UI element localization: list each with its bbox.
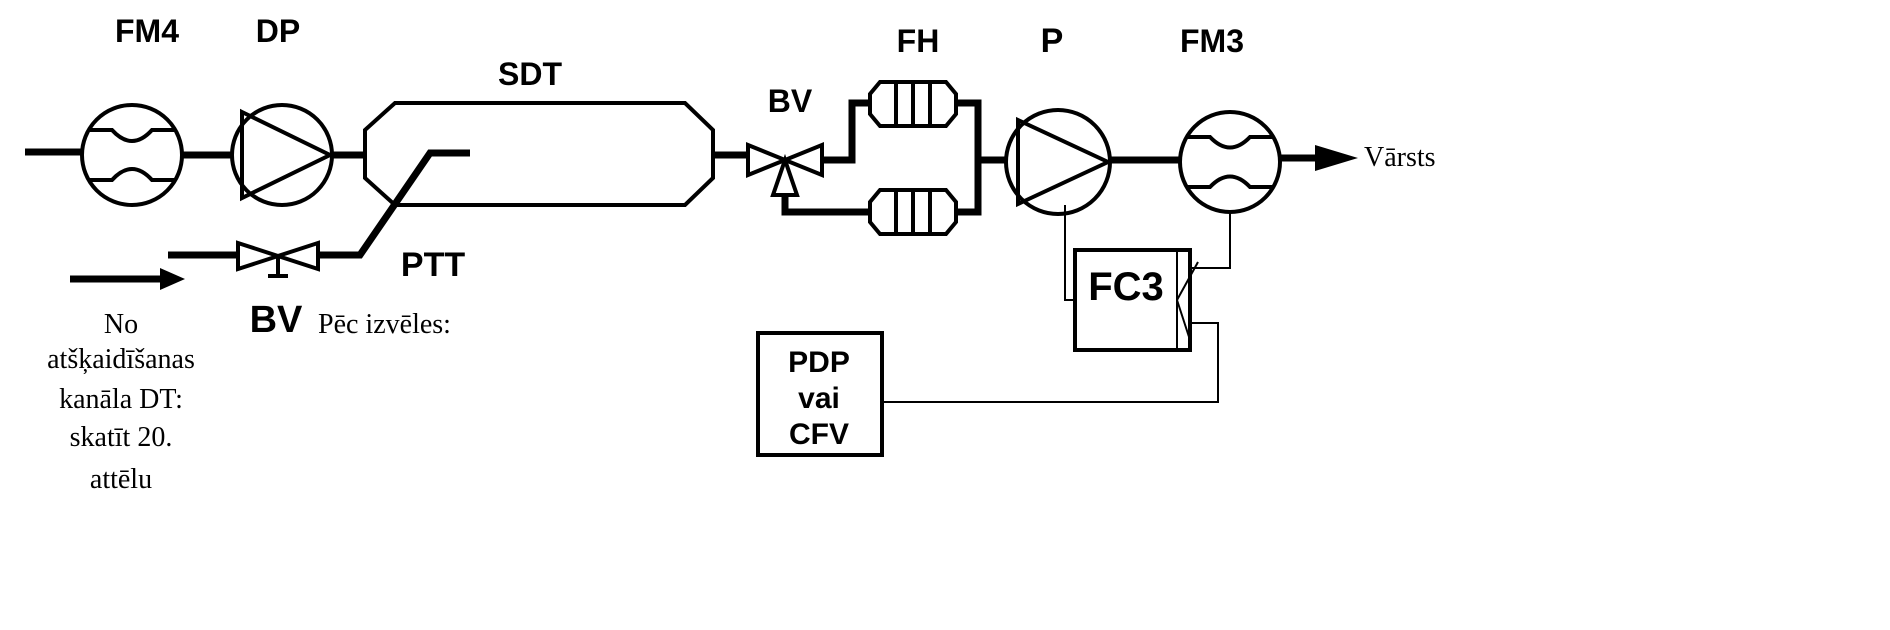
fh-label: FH: [897, 23, 940, 59]
source-line-2: atšķaidīšanas: [47, 344, 195, 375]
p-label: P: [1041, 22, 1064, 60]
bv-top-valve: [746, 142, 824, 197]
source-line-1: No: [104, 309, 138, 340]
source-line-4: skatīt 20.: [70, 422, 173, 453]
fc3-controller: [1073, 248, 1199, 352]
outlet-text: Vārsts: [1364, 142, 1436, 173]
filter-lower-inlet-line: [781, 195, 870, 216]
source-note: No atšķaidīšanas kanāla DT: skatīt 20. a…: [47, 309, 195, 495]
pdp-label-line1: PDP: [788, 346, 850, 379]
fm3-fc3-signal-line: [1190, 212, 1231, 269]
filter-upper-inlet-line: [822, 99, 870, 164]
fc3-label: FC3: [1088, 265, 1164, 309]
inlet-arrow: [70, 268, 185, 290]
dp-pump: [230, 103, 335, 207]
outlet-arrow: [1280, 145, 1358, 171]
bv-top-label: BV: [768, 83, 813, 119]
fm4-flow-meter: [80, 103, 184, 207]
fm3-flow-meter: [1178, 110, 1282, 214]
p-fc3-signal-line: [1064, 205, 1075, 301]
sdt-label: SDT: [498, 56, 562, 92]
fm4-label: FM4: [115, 13, 179, 49]
source-line-5: attēlu: [90, 464, 152, 495]
pdp-fc3-signal-line: [882, 322, 1219, 403]
source-line-3: kanāla DT:: [59, 384, 183, 415]
sdt-tunnel: [363, 101, 715, 207]
filter-outlet-manifold: [955, 99, 982, 216]
p-pump: [1004, 108, 1113, 216]
pdp-label-line2: vai: [798, 382, 840, 415]
bv-bottom-valve: [236, 240, 320, 278]
fm3-label: FM3: [1180, 23, 1244, 59]
fh-filter-lower: [868, 188, 958, 236]
dp-label: DP: [256, 13, 300, 49]
pdp-label-line3: CFV: [789, 418, 849, 451]
bv-bottom-label: BV: [250, 299, 303, 341]
pdp-cfv-box: [756, 331, 884, 457]
fh-filter-upper: [868, 80, 958, 128]
ptt-label: PTT: [401, 246, 465, 284]
ptt-transfer-tube: [168, 149, 470, 259]
optional-text: Pēc izvēles:: [318, 309, 451, 340]
